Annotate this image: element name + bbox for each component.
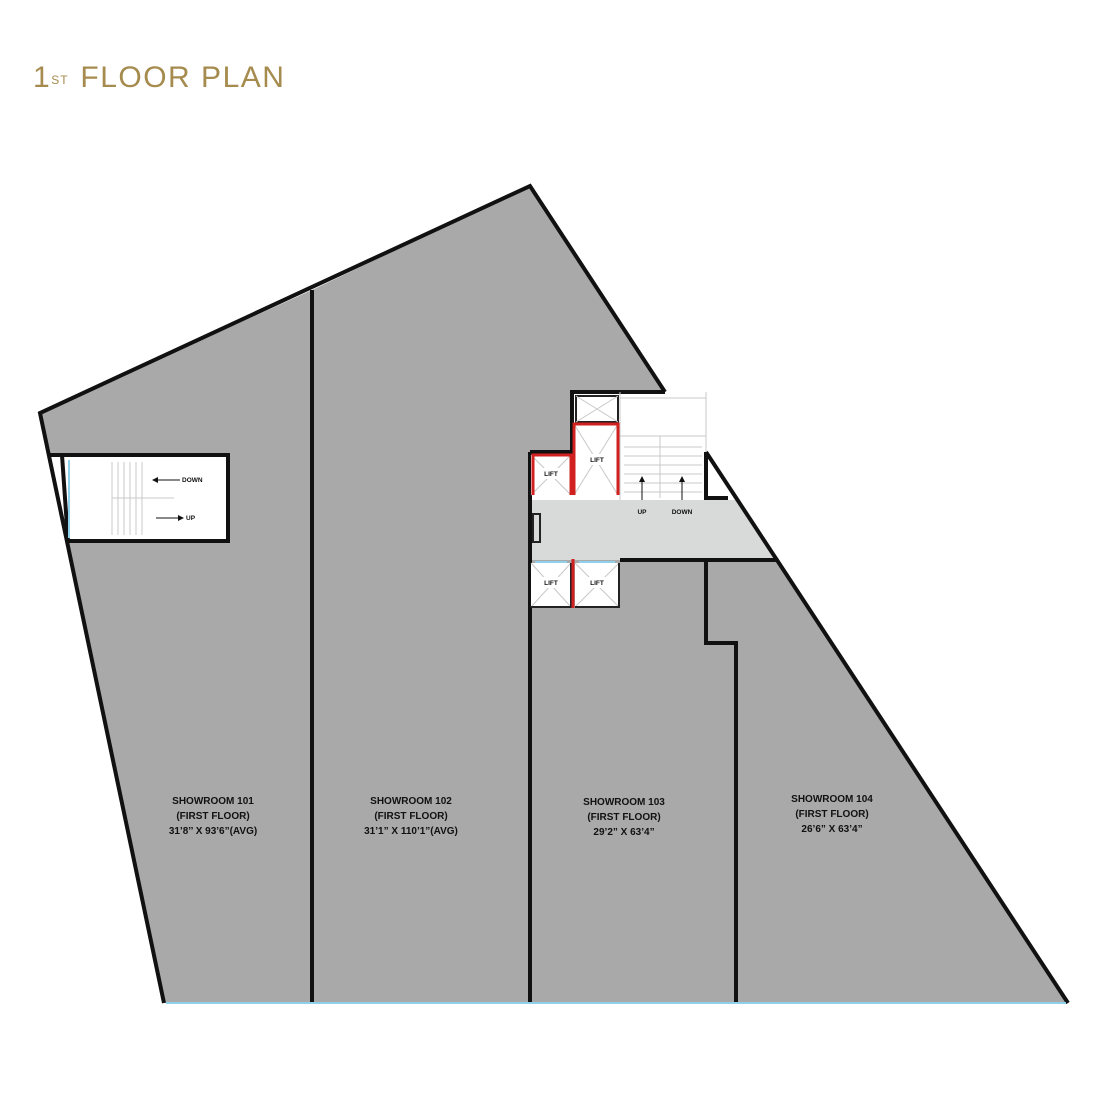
lift-3: LIFT (530, 562, 572, 608)
title-number: 1 (33, 61, 52, 94)
stair-left-down-arrowhead (152, 477, 158, 483)
showroom-102-label: SHOWROOM 102 (FIRST FLOOR) 31’1” X 110’1… (364, 796, 458, 837)
showroom-102-floor: (FIRST FLOOR) (374, 811, 447, 822)
stair-left-down-label: DOWN (182, 477, 203, 484)
core-stair-steps (619, 392, 707, 500)
showroom-104-label: SHOWROOM 104 (FIRST FLOOR) 26’6” X 63’4” (791, 794, 873, 835)
core-up-label: UP (637, 509, 647, 516)
showroom-104-floor: (FIRST FLOOR) (795, 809, 868, 820)
partition-103-104 (704, 560, 738, 1003)
showroom-104-area (706, 560, 1068, 1003)
showroom-101-floor: (FIRST FLOOR) (176, 811, 249, 822)
showroom-101-size: 31’8’’ X 93’6”(AVG) (169, 826, 257, 837)
showroom-103-name: SHOWROOM 103 (583, 797, 665, 808)
duct-top (575, 395, 619, 423)
core-down-label: DOWN (672, 509, 693, 516)
showroom-103-size: 29’2” X 63’4” (593, 827, 654, 838)
showroom-104-size: 26’6” X 63’4” (801, 824, 862, 835)
lift-1: LIFT (530, 453, 573, 496)
showroom-101-label: SHOWROOM 101 (FIRST FLOOR) 31’8’’ X 93’6… (169, 796, 257, 837)
showroom-102-name: SHOWROOM 102 (370, 796, 452, 807)
showroom-103-area (530, 560, 736, 1003)
core-north-wall (530, 390, 665, 454)
lift-3-label: LIFT (544, 580, 558, 587)
outer-wall-left (37, 183, 667, 1004)
lift-4: LIFT (574, 562, 620, 608)
stair-left-wall (50, 453, 230, 543)
stair-left-steps (111, 462, 174, 535)
core-shaft-wall (704, 452, 728, 500)
showroom-101-name: SHOWROOM 101 (172, 796, 254, 807)
page-title: 1ST FLOOR PLAN (33, 58, 285, 98)
showroom-102-size: 31’1” X 110’1”(AVG) (364, 826, 458, 837)
showroom-104-name: SHOWROOM 104 (791, 794, 873, 805)
lift-4-label: LIFT (590, 580, 604, 587)
core-down-arrowhead (679, 476, 685, 482)
core-up-arrowhead (639, 476, 645, 482)
lift-2: LIFT (572, 422, 620, 496)
showroom-103-label: SHOWROOM 103 (FIRST FLOOR) 29’2” X 63’4” (583, 797, 665, 838)
stair-left-up-arrowhead (178, 515, 184, 521)
core-lobby (530, 500, 776, 560)
stair-left-up-label: UP (186, 515, 196, 522)
showroom-103-floor: (FIRST FLOOR) (587, 812, 660, 823)
lift-1-label: LIFT (544, 471, 558, 478)
outer-wall-right (704, 450, 1070, 1005)
title-text: FLOOR PLAN (80, 61, 286, 94)
title-ordinal: ST (51, 73, 69, 87)
lift-2-label: LIFT (590, 457, 604, 464)
lobby-niche (532, 513, 541, 543)
showroom-101-area (40, 290, 312, 1003)
